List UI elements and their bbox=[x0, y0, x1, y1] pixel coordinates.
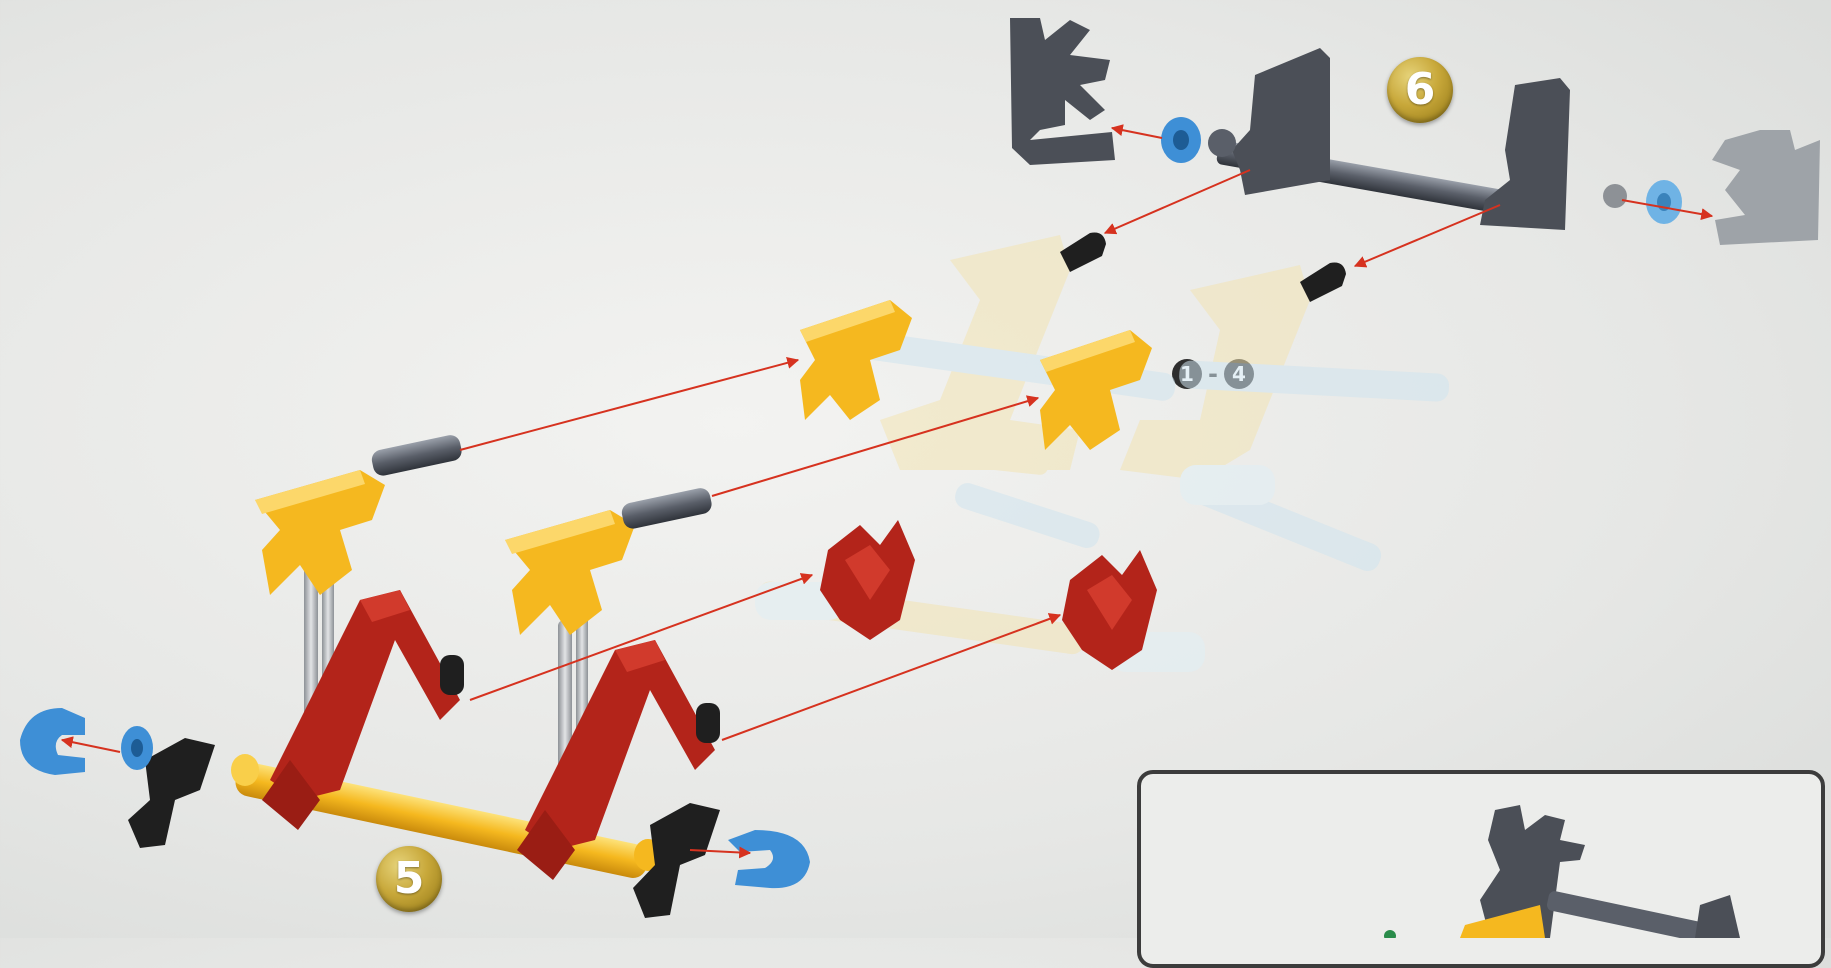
black-pin-step5-right bbox=[696, 703, 720, 743]
yellow-connector-right bbox=[505, 510, 635, 635]
yellow-connector-left bbox=[255, 470, 385, 595]
black-pin-step5-left bbox=[440, 655, 464, 695]
blue-spacer-top-left bbox=[1161, 117, 1201, 163]
dark-rod-right bbox=[620, 486, 713, 530]
blue-end-cap-left bbox=[20, 708, 85, 775]
dark-beam-assembly bbox=[1208, 48, 1627, 230]
inset-preview-art bbox=[1384, 805, 1740, 938]
dark-corner-bracket-left bbox=[1010, 18, 1115, 165]
blue-end-cap-right bbox=[728, 830, 810, 888]
blue-spacer-left bbox=[121, 726, 153, 770]
dark-rod-left bbox=[370, 433, 463, 477]
grey-corner-bracket-right bbox=[1712, 130, 1820, 245]
assembly-diagram bbox=[0, 0, 1831, 938]
blue-spacer-top-right bbox=[1646, 180, 1682, 224]
